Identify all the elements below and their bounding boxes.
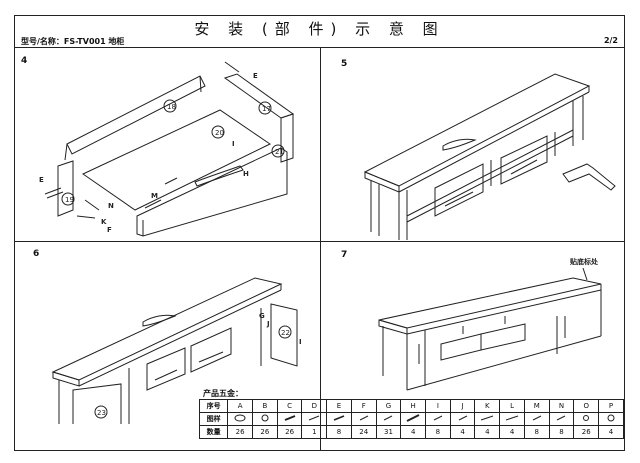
col-k: K: [474, 399, 501, 413]
hardware-table: 序号 A B C D E F G H I J K L M N O P 图样: [198, 399, 624, 439]
hardware-icon-k: [474, 412, 501, 426]
col-a: A: [227, 399, 253, 413]
qty-m: 8: [523, 425, 550, 439]
hardware-icon-f: [350, 412, 377, 426]
hardware-icon-h: [400, 412, 427, 426]
col-o: O: [573, 399, 600, 413]
hardware-icon-e: [326, 412, 352, 426]
col-f: F: [350, 399, 377, 413]
page-number: 2/2: [603, 36, 618, 45]
label-h: H: [243, 170, 249, 178]
qty-b: 26: [252, 425, 278, 439]
hardware-icon-i: [425, 412, 451, 426]
label-i-right: I: [299, 338, 302, 346]
hardware-icon-c: [276, 412, 303, 426]
label-k: K: [101, 218, 107, 226]
label-i: I: [232, 140, 235, 148]
col-b: B: [252, 399, 278, 413]
label-23: 23: [97, 409, 106, 417]
label-17: 17: [262, 105, 271, 113]
qty-i: 8: [425, 425, 451, 439]
col-g: G: [375, 399, 402, 413]
middle-divider: [15, 241, 624, 242]
qty-g: 31: [375, 425, 402, 439]
col-e: E: [326, 399, 352, 413]
instruction-sheet: 安 装 (部 件) 示 意 图 型号/名称：FS-TV001 地柜 2/2 4 …: [14, 15, 625, 451]
step-number-5: 5: [341, 59, 348, 69]
col-m: M: [523, 399, 550, 413]
hardware-icon-a: [227, 412, 253, 426]
hardware-icon-l: [499, 412, 525, 426]
hardware-row-images: 图样: [198, 412, 624, 426]
label-j: J: [266, 320, 270, 328]
label-m: M: [151, 192, 158, 200]
qty-e: 8: [326, 425, 352, 439]
model-label: 型号/名称：FS-TV001 地柜: [21, 37, 125, 46]
label-19: 19: [65, 196, 74, 204]
qty-j: 4: [449, 425, 476, 439]
step-6-doors-drawing: G J 22 I 23: [51, 277, 302, 424]
label-n: N: [108, 202, 114, 210]
label-e-top: E: [253, 72, 258, 80]
hardware-icon-j: [449, 412, 476, 426]
qty-f: 24: [350, 425, 377, 439]
hardware-icon-b: [252, 412, 278, 426]
step-number-4: 4: [21, 56, 28, 66]
label-22: 22: [281, 329, 290, 337]
step-7-assembled-drawing: 贴底标处: [378, 257, 602, 391]
row-label-quantity: 数量: [198, 425, 229, 439]
col-d: D: [301, 399, 328, 413]
row-label-index: 序号: [198, 399, 229, 413]
qty-k: 4: [474, 425, 501, 439]
hardware-title: 产品五金：: [203, 389, 243, 398]
col-l: L: [499, 399, 525, 413]
row-label-image: 图样: [198, 412, 229, 426]
col-i: I: [425, 399, 451, 413]
bottom-label-callout: 贴底标处: [569, 257, 599, 266]
label-20: 20: [215, 129, 224, 137]
step-number-7: 7: [341, 250, 348, 260]
step-5-cabinet-drawing: [363, 73, 616, 240]
sheet-title: 安 装 (部 件) 示 意 图: [194, 20, 445, 38]
qty-c: 26: [276, 425, 303, 439]
hardware-icon-m: [523, 412, 550, 426]
qty-h: 4: [400, 425, 427, 439]
col-c: C: [276, 399, 303, 413]
header-divider: [15, 47, 624, 48]
qty-o: 26: [573, 425, 600, 439]
col-p: P: [598, 399, 624, 413]
hardware-row-index: 序号 A B C D E F G H I J K L M N O P: [198, 399, 624, 413]
qty-d: 1: [301, 425, 328, 439]
label-f: F: [107, 226, 112, 234]
qty-n: 8: [548, 425, 575, 439]
step-4-drawer-drawing: 18 17 20 21 19 E I H E M N K F: [39, 61, 295, 237]
col-j: J: [449, 399, 476, 413]
label-e-left: E: [39, 176, 44, 184]
qty-p: 4: [598, 425, 624, 439]
hardware-row-quantity: 数量 26 26 26 1 8 24 31 4 8 4 4 4 8 8 26 4: [198, 425, 624, 439]
col-n: N: [548, 399, 575, 413]
hardware-icon-g: [375, 412, 402, 426]
hardware-icon-n: [548, 412, 575, 426]
label-g: G: [259, 312, 265, 320]
hardware-icon-d: [301, 412, 328, 426]
step-number-6: 6: [33, 249, 40, 259]
qty-a: 26: [227, 425, 253, 439]
hardware-icon-o: [573, 412, 600, 426]
hardware-icon-p: [598, 412, 624, 426]
qty-l: 4: [499, 425, 525, 439]
label-18: 18: [167, 103, 176, 111]
center-divider: [320, 47, 321, 450]
label-21: 21: [275, 148, 284, 156]
col-h: H: [400, 399, 427, 413]
